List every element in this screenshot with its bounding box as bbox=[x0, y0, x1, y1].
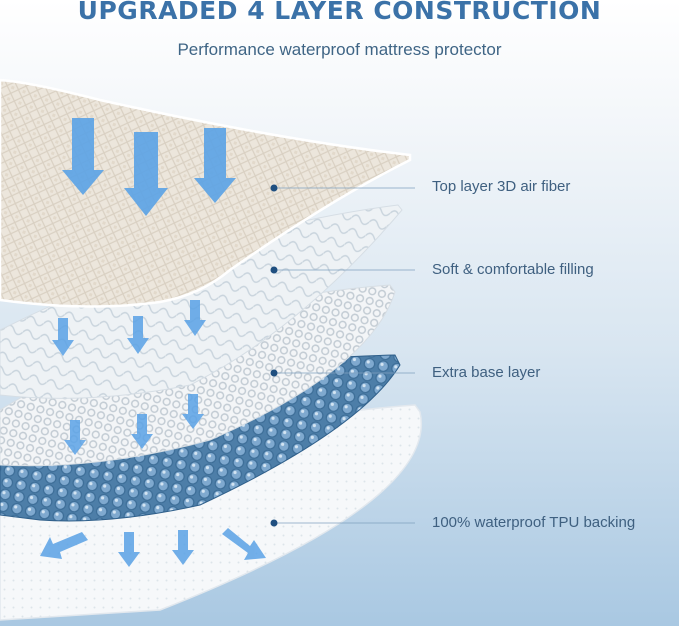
arrow-down-icon bbox=[184, 300, 206, 336]
callout-dot bbox=[270, 184, 278, 192]
callout-dot bbox=[270, 519, 278, 527]
arrow-down-icon bbox=[52, 318, 74, 356]
callout-dot bbox=[270, 266, 278, 274]
arrow-left-icon bbox=[40, 532, 88, 559]
arrow-down-icon bbox=[127, 316, 149, 354]
page-subtitle: Performance waterproof mattress protecto… bbox=[177, 40, 502, 59]
arrow-down-icon bbox=[131, 414, 153, 449]
arrow-down-icon bbox=[124, 132, 168, 216]
arrow-down-icon bbox=[118, 532, 140, 567]
arrow-down-icon bbox=[64, 420, 86, 455]
arrow-down-icon-group bbox=[62, 118, 236, 216]
callout-lines bbox=[274, 187, 415, 524]
arrow-down-icon bbox=[62, 118, 104, 195]
top-fiber-layer bbox=[0, 78, 412, 308]
arrow-down-icon bbox=[172, 530, 194, 565]
page-title: UPGRADED 4 LAYER CONSTRUCTION bbox=[77, 0, 602, 25]
arrow-down-icon bbox=[182, 394, 204, 429]
arrow-right-icon bbox=[222, 528, 266, 560]
arrow-down-icon bbox=[194, 128, 236, 203]
callout-dot bbox=[270, 369, 278, 377]
